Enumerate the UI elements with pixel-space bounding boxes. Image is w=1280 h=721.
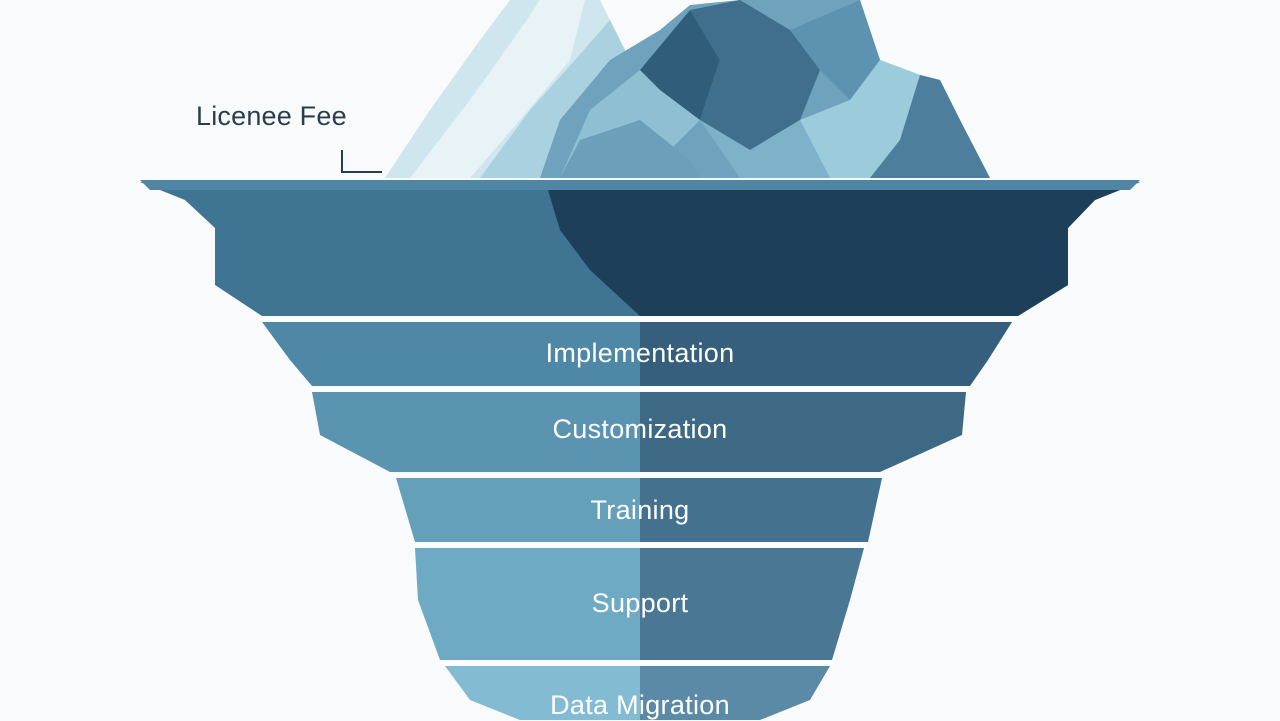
layer-band-3 xyxy=(396,478,882,542)
layer-label-training: Training xyxy=(590,495,690,525)
iceberg-peak-shade xyxy=(480,20,630,178)
layer-band-2 xyxy=(312,392,966,472)
layer-band-5 xyxy=(445,666,830,720)
iceberg-peak-highlight xyxy=(410,0,585,178)
waterline-rim xyxy=(140,180,1140,190)
iceberg-facet-5 xyxy=(700,120,830,178)
waterline-left xyxy=(140,180,640,316)
callout-leader-line xyxy=(341,150,382,173)
waterline-slab xyxy=(140,180,1140,316)
layer-band-4 xyxy=(415,548,864,660)
layer-label-support: Support xyxy=(591,588,689,618)
iceberg-facet-2 xyxy=(690,0,820,150)
iceberg-facet-8 xyxy=(560,120,700,178)
layer-label-data-migration: Data Migration xyxy=(550,690,730,720)
layer-label-implementation: Implementation xyxy=(545,338,735,368)
iceberg-facet-4 xyxy=(790,0,880,100)
layer-band-1 xyxy=(262,322,1012,386)
waterline-dark-wedge xyxy=(545,180,1140,316)
iceberg-facet-3 xyxy=(640,10,720,120)
layer-label-customization: Customization xyxy=(552,414,728,444)
iceberg-facet-6 xyxy=(800,60,920,178)
iceberg-facet-7 xyxy=(870,75,990,178)
iceberg-tip xyxy=(385,0,990,178)
layer-separators xyxy=(258,317,1016,665)
callout-label: Licenee Fee xyxy=(196,101,347,131)
